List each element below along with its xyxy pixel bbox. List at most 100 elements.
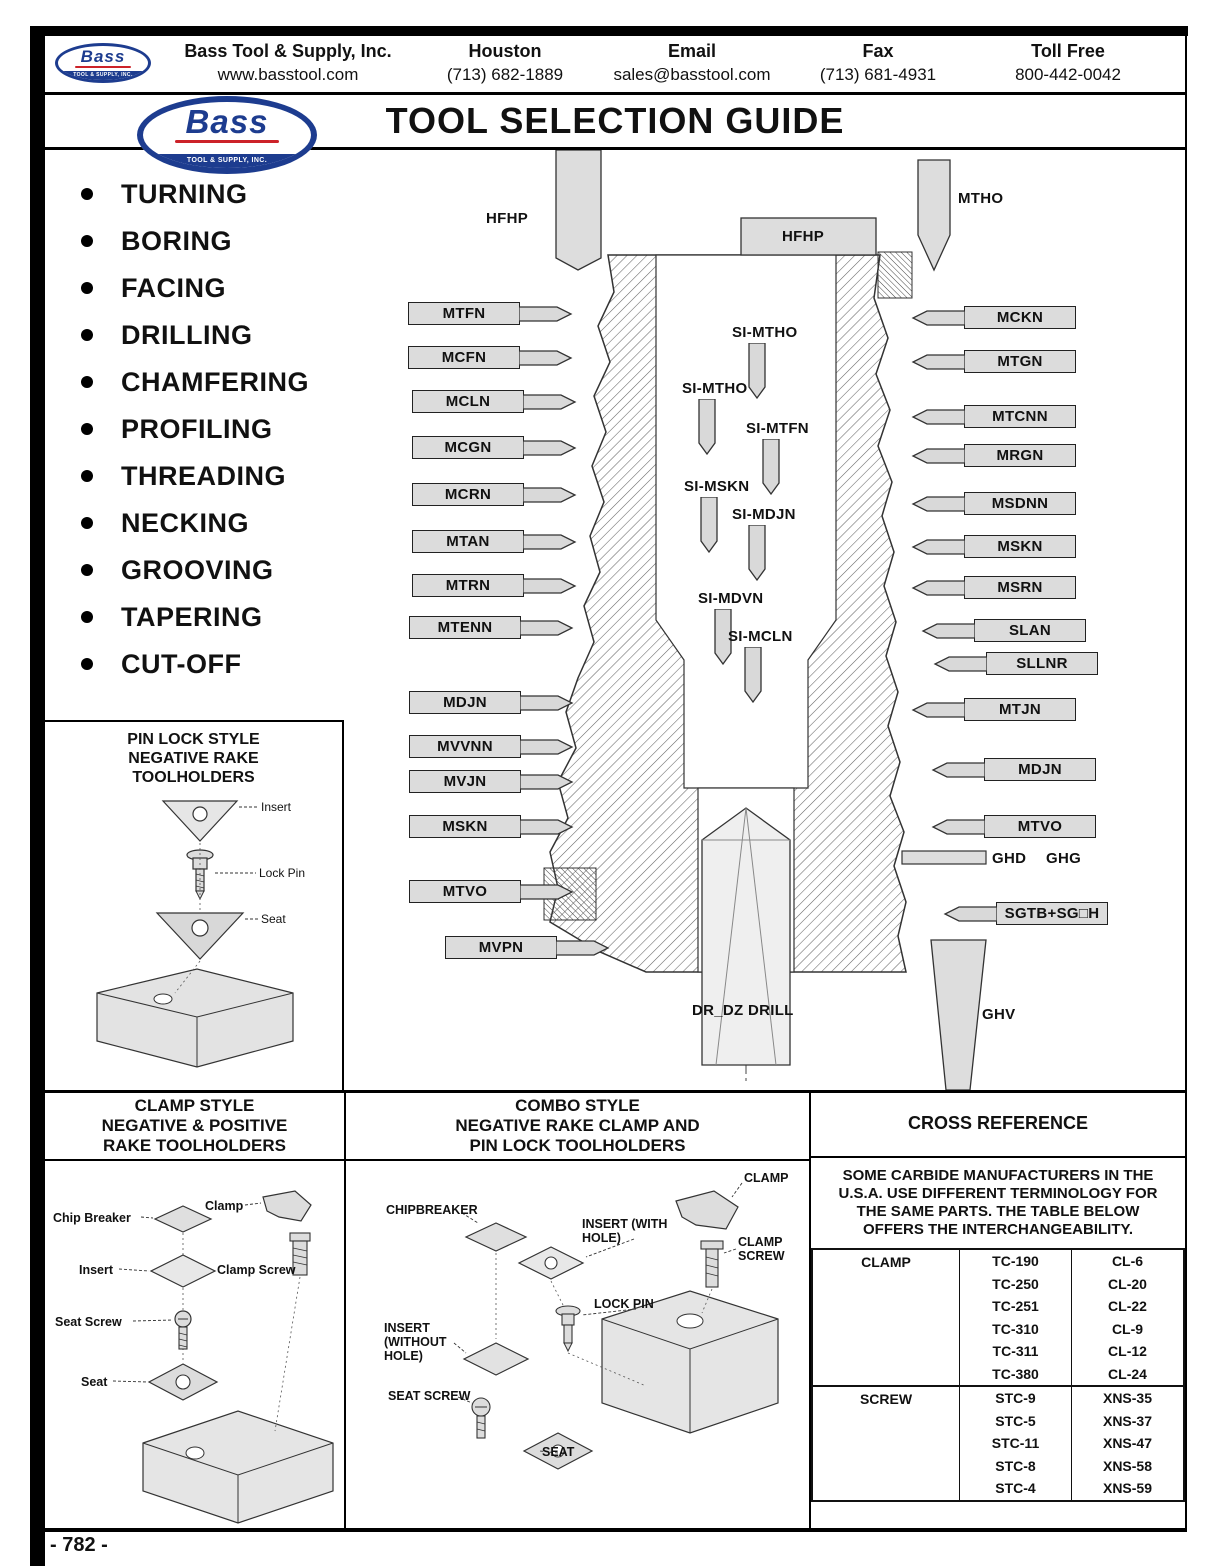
part-label-chipbreaker: CHIPBREAKER xyxy=(386,1203,478,1217)
tool-shank-icon xyxy=(523,486,577,503)
tool-label-mcgn: MCGN xyxy=(412,436,577,459)
tool-shank-icon xyxy=(520,818,574,835)
operation-label: CHAMFERING xyxy=(121,366,309,397)
bullet-icon xyxy=(81,188,93,200)
bullet-icon xyxy=(81,235,93,247)
company-block: Bass Tool & Supply, Inc. www.basstool.co… xyxy=(163,41,413,85)
page-edge-top-bar xyxy=(30,26,1188,36)
clamp-screw-head xyxy=(289,1232,311,1242)
tool-label-text: MCLN xyxy=(445,393,491,410)
pin-lock-diagram: Insert Lock Pin Seat xyxy=(96,800,305,1068)
tool-label-mtvo: MTVO xyxy=(931,815,1096,838)
logo-swoosh-icon xyxy=(174,140,280,143)
insert-hole xyxy=(544,1256,558,1270)
tool-shank-icon xyxy=(520,619,574,636)
xref-value: STC-4 xyxy=(959,1477,1072,1501)
xref-value: STC-9 xyxy=(959,1385,1072,1410)
company-logo-large: Bass TOOL & SUPPLY, INC. xyxy=(137,96,317,174)
operation-label: THREADING xyxy=(121,460,286,491)
tool-label-text: MCRN xyxy=(444,486,492,503)
tool-label-ghd: GHD xyxy=(992,850,1027,867)
bullet-icon xyxy=(81,282,93,294)
lock-pin-label: Lock Pin xyxy=(259,866,305,880)
operation-label: CUT-OFF xyxy=(121,648,242,679)
tool-shank-icon xyxy=(911,701,965,718)
cross-reference-note: SOME CARBIDE MANUFACTURERS IN THE U.S.A.… xyxy=(838,1167,1158,1238)
tool-shank-icon xyxy=(523,533,577,550)
operation-item-necking: NECKING xyxy=(81,507,309,538)
tool-label-text: MVVNN xyxy=(437,738,493,755)
boring-bar-icon xyxy=(700,497,718,553)
operation-item-boring: BORING xyxy=(81,225,309,256)
company-website: www.basstool.com xyxy=(217,65,359,84)
tool-label-text: MTGN xyxy=(997,353,1043,370)
bullet-icon xyxy=(81,564,93,576)
bottom-section: CLAMP STYLE NEGATIVE & POSITIVE RAKE TOO… xyxy=(45,1090,1185,1528)
part-label-lock-pin: LOCK PIN xyxy=(594,1297,654,1311)
clamp-style-drawing xyxy=(112,1190,334,1524)
tool-label-text: MRGN xyxy=(996,447,1044,464)
operation-label: NECKING xyxy=(121,507,250,538)
tool-label-mcln: MCLN xyxy=(412,390,577,413)
boring-bar-icon xyxy=(748,525,766,581)
tool-label-text: MDJN xyxy=(443,694,487,711)
cross-reference-panel: CROSS REFERENCE SOME CARBIDE MANUFACTURE… xyxy=(811,1093,1185,1528)
tool-shank-icon xyxy=(523,439,577,456)
xref-value: TC-311 xyxy=(959,1340,1072,1363)
page-number: - 782 - xyxy=(50,1534,108,1556)
chipbreaker-shape xyxy=(153,1205,213,1233)
contact-value: 800-442-0042 xyxy=(1015,65,1121,84)
operation-label: PROFILING xyxy=(121,413,273,444)
contact-houston: Houston (713) 682-1889 xyxy=(410,41,600,85)
tool-label-mckn: MCKN xyxy=(911,306,1076,329)
tool-label-ghg: GHG xyxy=(1046,850,1082,867)
tool-label-si-mtho: SI-MTHO xyxy=(732,324,797,399)
xref-value: STC-5 xyxy=(959,1409,1072,1432)
tool-label-text: SLAN xyxy=(1008,622,1052,639)
tool-label-si-mskn: SI-MSKN xyxy=(684,478,749,553)
cross-reference-title: CROSS REFERENCE xyxy=(811,1093,1185,1158)
page-title: TOOL SELECTION GUIDE xyxy=(385,100,845,141)
hfhp-tool-left xyxy=(555,150,602,271)
tool-label-text: MTFN xyxy=(442,305,486,322)
xref-value: XNS-35 xyxy=(1071,1385,1184,1410)
pin-lock-title: PIN LOCK STYLE NEGATIVE RAKE TOOLHOLDERS xyxy=(45,722,342,787)
xref-value: CL-20 xyxy=(1071,1272,1184,1295)
operation-label: GROOVING xyxy=(121,554,274,585)
xref-value: CL-12 xyxy=(1071,1340,1184,1363)
ghd-ghg-tool xyxy=(901,850,987,865)
contact-fax: Fax (713) 681-4931 xyxy=(783,41,973,85)
tool-shank-icon xyxy=(911,447,965,464)
contact-value: (713) 682-1889 xyxy=(446,65,564,84)
tool-label-mtvo: MTVO xyxy=(409,880,574,903)
contact-tollfree: Toll Free 800-442-0042 xyxy=(973,41,1163,85)
contact-label: Email xyxy=(667,41,717,61)
tool-label-text: MTVO xyxy=(1017,818,1063,835)
seat-label: Seat xyxy=(261,912,286,926)
xref-value: STC-11 xyxy=(959,1432,1072,1455)
tool-label-mvpn: MVPN xyxy=(445,936,610,959)
xref-value: STC-8 xyxy=(959,1454,1072,1477)
boring-bar-icon xyxy=(762,439,780,495)
clamp-style-title: CLAMP STYLE NEGATIVE & POSITIVE RAKE TOO… xyxy=(45,1093,344,1161)
tool-label-mskn: MSKN xyxy=(911,535,1076,558)
tool-shank-icon xyxy=(520,694,574,711)
tool-label-si-mtho: SI-MTHO xyxy=(682,380,747,455)
bullet-icon xyxy=(81,611,93,623)
tool-shank-icon xyxy=(556,939,610,956)
panel-title-line: CLAMP STYLE xyxy=(134,1096,255,1115)
operation-item-facing: FACING xyxy=(81,273,309,303)
clamp-screw-head xyxy=(700,1240,724,1250)
operation-label: BORING xyxy=(121,225,232,256)
